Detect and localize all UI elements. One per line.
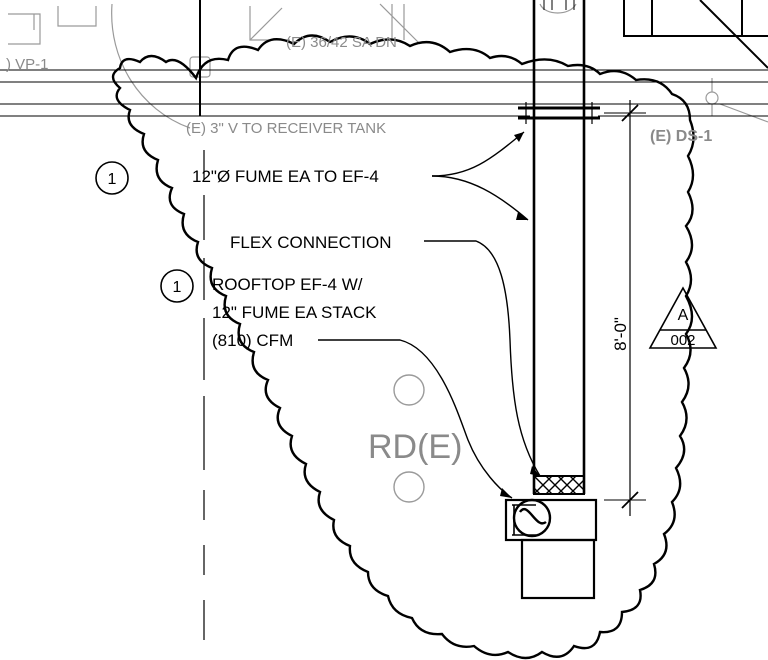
label-vp: ) VP-1 xyxy=(6,56,49,73)
dimension-8ft: 8'-0" xyxy=(604,100,646,516)
keynote-number: 1 xyxy=(173,279,182,296)
keynote-1a: 1 xyxy=(95,161,129,195)
label-sa-duct: (E) 36/42 SA DN xyxy=(286,34,397,51)
section-tag: A 002 xyxy=(648,286,718,349)
leader-lines xyxy=(318,131,541,499)
keynote-1b: 1 xyxy=(160,269,194,303)
label-roof-drain: RD(E) xyxy=(368,428,462,466)
horizontal-building-lines xyxy=(0,69,768,117)
callout-fan-line3: (810) CFM xyxy=(212,331,293,350)
structure-lines xyxy=(199,0,768,640)
label-vent-line: (E) 3" V TO RECEIVER TANK xyxy=(186,120,386,137)
section-tag-sheet: 002 xyxy=(670,332,695,349)
callout-fume-exhaust: 12"Ø FUME EA TO EF-4 xyxy=(192,167,379,186)
label-ds: (E) DS-1 xyxy=(650,128,712,145)
callout-flex-connection: FLEX CONNECTION xyxy=(230,233,392,252)
flex-connection xyxy=(533,475,585,495)
keynote-number: 1 xyxy=(108,171,117,188)
rooftop-exhaust-fan xyxy=(504,498,598,600)
exhaust-duct xyxy=(518,0,600,494)
callout-fan-line1: ROOFTOP EF-4 W/ xyxy=(212,275,363,294)
callout-fan-line2: 12" FUME EA STACK xyxy=(212,303,377,322)
revision-cloud xyxy=(111,34,695,660)
dimension-text: 8'-0" xyxy=(611,317,630,351)
section-tag-letter: A xyxy=(678,307,689,324)
